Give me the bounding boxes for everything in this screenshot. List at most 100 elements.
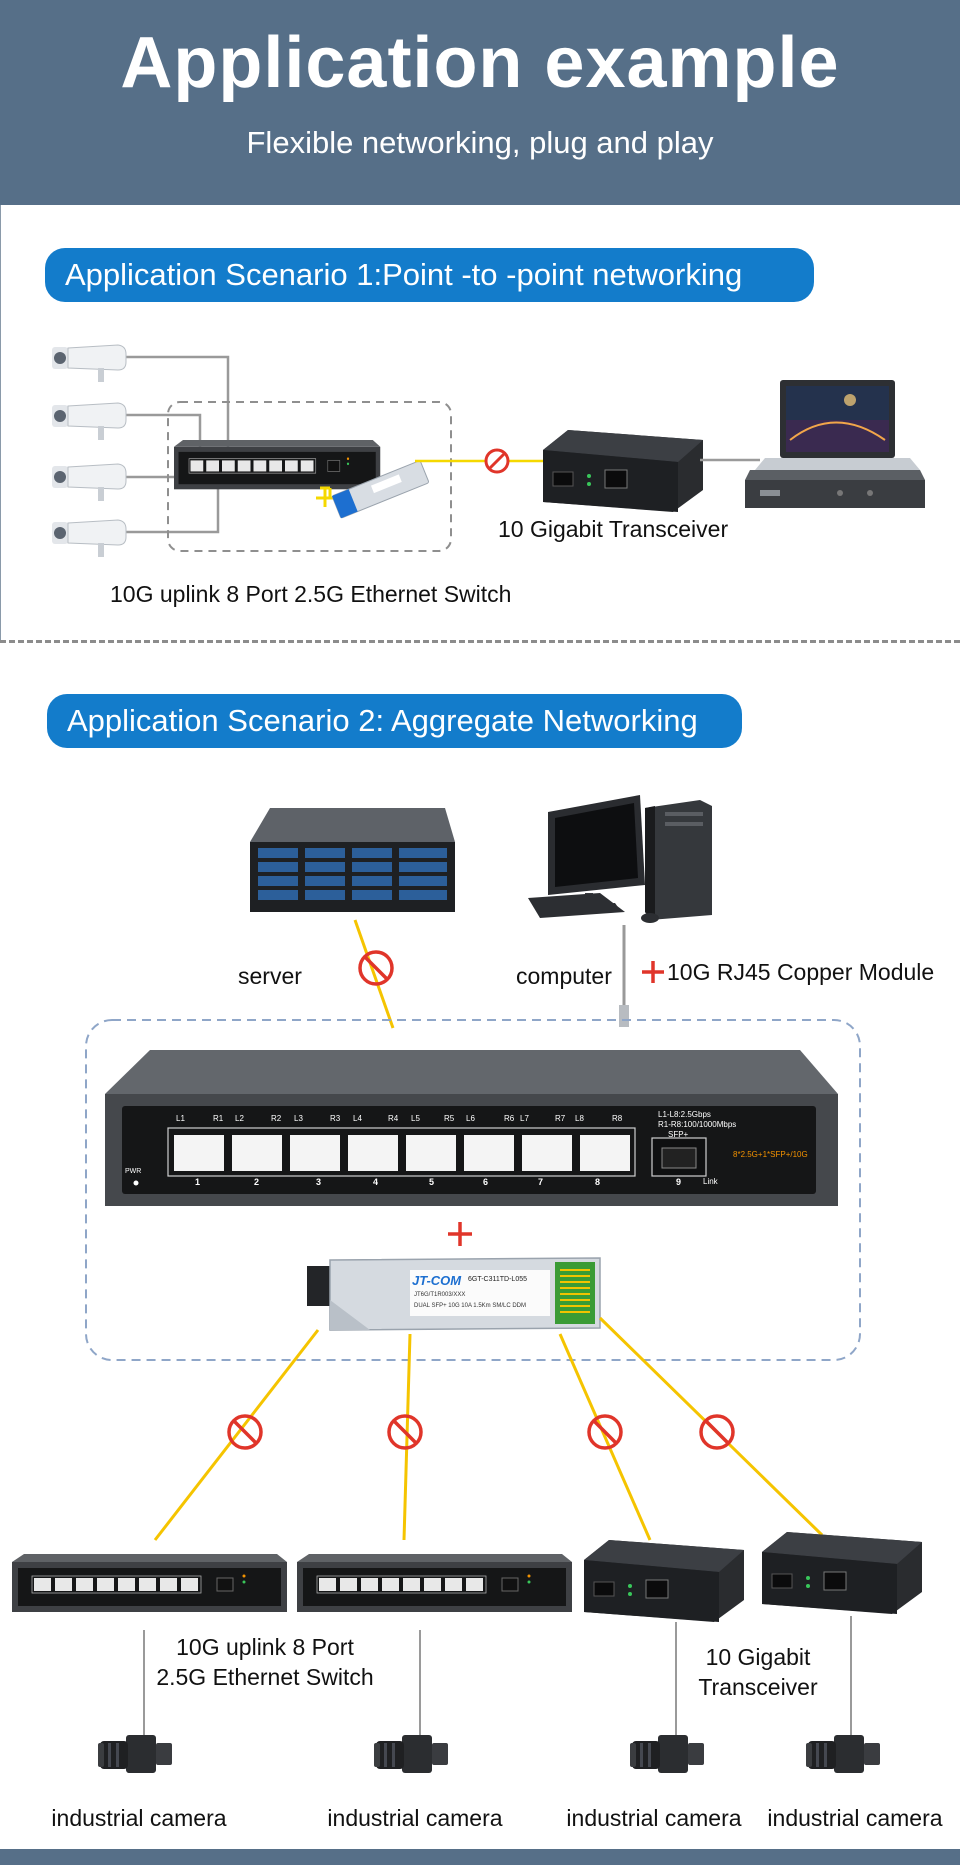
rj45-port <box>348 1135 398 1171</box>
port-label: L3 <box>294 1114 303 1123</box>
port-label: L5 <box>411 1114 420 1123</box>
server-label: server <box>238 963 302 989</box>
section-border <box>0 205 1 640</box>
bullet-camera-icon <box>51 463 127 502</box>
port-label: R5 <box>444 1114 455 1123</box>
port-label: R2 <box>271 1114 282 1123</box>
port-label: L1 <box>176 1114 185 1123</box>
server-icon <box>250 808 455 912</box>
rj45-port <box>580 1135 630 1171</box>
port-label: R7 <box>555 1114 566 1123</box>
bullet-camera-icon <box>51 402 127 441</box>
rj45-plug-icon <box>619 1005 629 1027</box>
industrial-camera-icon <box>806 1735 880 1773</box>
page-title: Application example <box>120 23 840 103</box>
computer-label: computer <box>516 963 612 989</box>
switch-label-s1: 10G uplink 8 Port 2.5G Ethernet Switch <box>110 581 512 607</box>
switch-group-box-s1 <box>167 401 452 552</box>
sfp-line2: JT6G/T1R003/XXX <box>414 1292 466 1298</box>
camera-label: industrial camera <box>327 1805 503 1831</box>
port-number: 5 <box>429 1177 435 1187</box>
transceiver-label-line1: 10 Gigabit <box>705 1644 811 1670</box>
rj45-port <box>290 1135 340 1171</box>
sfp-module-icon-s2 <box>307 1257 601 1331</box>
sfp-port-number: 9 <box>676 1177 682 1187</box>
no-symbol-icon <box>387 1414 423 1450</box>
section-divider <box>0 640 960 643</box>
rj45-port <box>174 1135 224 1171</box>
switch-label-line2: 2.5G Ethernet Switch <box>156 1664 374 1690</box>
plus-icon <box>448 1222 472 1246</box>
switch-group-box-s2 <box>85 1019 861 1361</box>
port-number: 1 <box>195 1177 201 1187</box>
fiber-link-server <box>353 919 395 1029</box>
switch-model-text: 8*2.5G+1*SFP+/10G <box>733 1150 808 1159</box>
sfp-model: 6GT-C311TD-L055 <box>468 1276 528 1283</box>
port-label: L4 <box>353 1114 362 1123</box>
switch-ports <box>170 1133 634 1173</box>
switch-icon-bottom-1 <box>11 1553 288 1613</box>
switch-label-line1: 10G uplink 8 Port <box>176 1634 354 1660</box>
port-number: 3 <box>316 1177 322 1187</box>
rj45-port <box>232 1135 282 1171</box>
plus-icon <box>642 961 664 983</box>
bullet-camera-icon <box>51 344 127 383</box>
port-label: R8 <box>612 1114 623 1123</box>
port-label: L2 <box>235 1114 244 1123</box>
rj45-port <box>464 1135 514 1171</box>
switch-port-labels: L1 R1 L2 R2 L3 R3 L4 R4 L5 R5 L6 R6 L7 R… <box>168 1114 638 1126</box>
camera-label: industrial camera <box>767 1805 943 1831</box>
port-label: R6 <box>504 1114 515 1123</box>
transceiver-icon-bottom-2 <box>761 1531 923 1615</box>
transceiver-label-s1: 10 Gigabit Transceiver <box>498 516 729 542</box>
sfp-module-icon-s1 <box>332 460 429 519</box>
port-number: 7 <box>538 1177 544 1187</box>
computer-icon <box>528 795 712 923</box>
no-symbol-icon <box>699 1414 735 1450</box>
industrial-camera-icon <box>374 1735 448 1773</box>
port-number: 8 <box>595 1177 601 1187</box>
fiber-links-bottom <box>153 1316 824 1541</box>
no-symbol-icon <box>484 448 510 474</box>
sfp-port-label: SFP+ <box>668 1130 689 1139</box>
laptop-icon <box>755 380 920 470</box>
port-label: R1 <box>213 1114 224 1123</box>
transceiver-label-line2: Transceiver <box>698 1674 818 1700</box>
no-symbol-icon <box>227 1414 263 1450</box>
recorder-icon <box>745 470 925 508</box>
port-number: 4 <box>373 1177 379 1187</box>
sfp-brand: JT-COM <box>412 1273 462 1288</box>
page-subtitle: Flexible networking, plug and play <box>246 125 714 160</box>
switch-port-numbers: 1 2 3 4 5 6 7 8 <box>170 1177 634 1189</box>
header-banner: Application example Flexible networking,… <box>0 0 960 205</box>
rj45-port <box>406 1135 456 1171</box>
legend-line2: R1-R8:100/1000Mbps <box>658 1120 737 1129</box>
camera-label: industrial camera <box>51 1805 227 1831</box>
link-label: Link <box>703 1177 718 1186</box>
plus-icon <box>316 486 334 507</box>
pwr-label: PWR <box>125 1168 142 1175</box>
transceiver-icon-s1 <box>542 429 704 513</box>
port-number: 6 <box>483 1177 489 1187</box>
industrial-camera-icon <box>98 1735 172 1773</box>
rj45-port <box>522 1135 572 1171</box>
copper-module-label: 10G RJ45 Copper Module <box>667 959 935 985</box>
legend-line1: L1-L8:2.5Gbps <box>658 1110 711 1119</box>
transceiver-label-s2: 10 Gigabit Transceiver <box>688 1642 828 1702</box>
sfp-line3: DUAL SFP+ 10G 10A 1.5Km SM/LC DDM <box>414 1303 526 1309</box>
port-label: L6 <box>466 1114 475 1123</box>
camera-cables-s2 <box>143 1616 852 1740</box>
transceiver-icon-bottom-1 <box>583 1539 745 1623</box>
port-label: L7 <box>520 1114 529 1123</box>
port-label: R3 <box>330 1114 341 1123</box>
switch-icon-bottom-2 <box>296 1553 573 1613</box>
scenario1-heading: Application Scenario 1:Point -to -point … <box>45 248 814 302</box>
switch-label-s2: 10G uplink 8 Port 2.5G Ethernet Switch <box>145 1632 385 1692</box>
no-symbol-icon <box>587 1414 623 1450</box>
port-label: R4 <box>388 1114 399 1123</box>
port-label: L8 <box>575 1114 584 1123</box>
camera-label: industrial camera <box>566 1805 742 1831</box>
scenario2-heading: Application Scenario 2: Aggregate Networ… <box>47 694 742 748</box>
bullet-camera-icon <box>51 519 127 558</box>
